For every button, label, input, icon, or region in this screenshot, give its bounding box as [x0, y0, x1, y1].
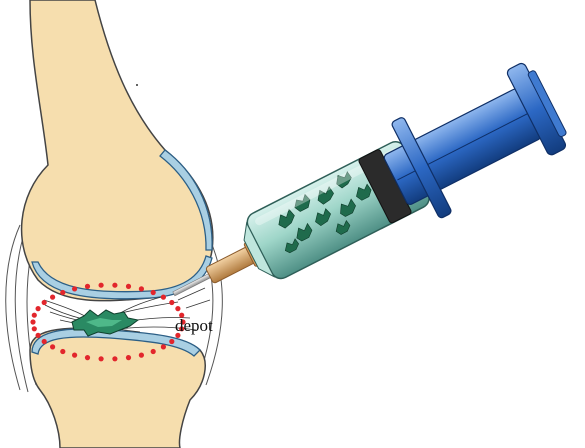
depot-ring-dot — [32, 313, 37, 318]
stray-dot — [136, 84, 138, 86]
depot-ring-dot — [85, 355, 90, 360]
depot-ring-dot — [99, 356, 104, 361]
depot-ring-dot — [60, 349, 65, 354]
depot-ring-dot — [85, 284, 90, 289]
depot-ring-dot — [169, 300, 174, 305]
depot-ring-dot — [36, 333, 41, 338]
depot-ring-dot — [42, 339, 47, 344]
depot-ring-dot — [139, 286, 144, 291]
depot-ring-dot — [36, 306, 41, 311]
depot-ring-dot — [151, 290, 156, 295]
knee-joint: depot — [6, 0, 223, 448]
depot-ring-dot — [169, 339, 174, 344]
depot-label: depot — [175, 316, 213, 335]
depot-ring-dot — [112, 356, 117, 361]
depot-ring-dot — [42, 300, 47, 305]
depot-ring-dot — [151, 349, 156, 354]
depot-ring-dot — [161, 295, 166, 300]
depot-ring-dot — [50, 344, 55, 349]
depot-ring-dot — [161, 344, 166, 349]
depot-ring-dot — [126, 355, 131, 360]
depot-ring-dot — [112, 283, 117, 288]
depot-ring-dot — [139, 353, 144, 358]
depot-ring-dot — [72, 286, 77, 291]
femur-bone — [22, 0, 213, 301]
depot-ring-dot — [30, 319, 35, 324]
depot-ring-dot — [99, 283, 104, 288]
depot-ring-dot — [32, 326, 37, 331]
depot-ring-dot — [50, 295, 55, 300]
depot-ring-dot — [72, 353, 77, 358]
depot-ring-dot — [60, 290, 65, 295]
depot-ring-dot — [126, 284, 131, 289]
depot-ring-dot — [175, 306, 180, 311]
